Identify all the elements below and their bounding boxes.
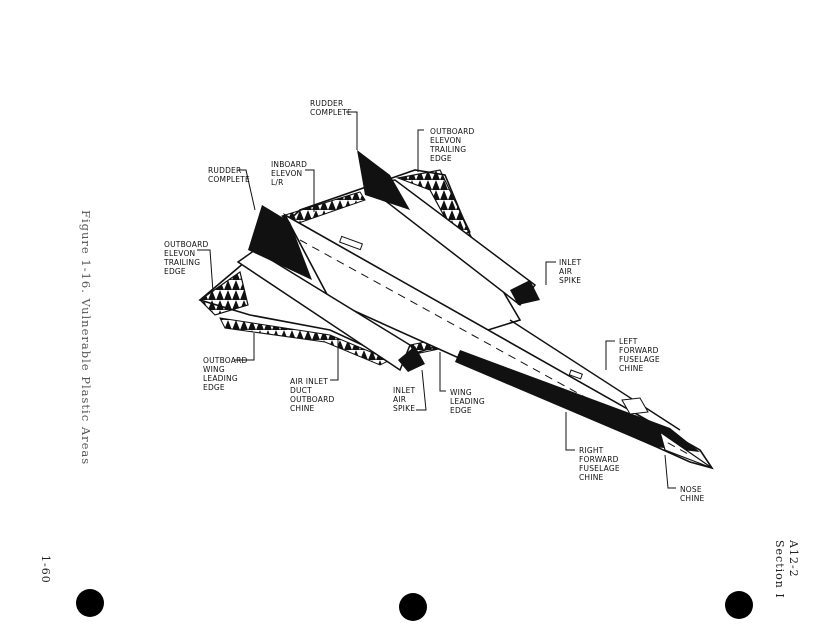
left-rudder <box>248 205 312 280</box>
left-wing-le-serration <box>219 317 392 366</box>
cockpit <box>621 397 649 415</box>
figure-caption: Figure 1-16. Vulnerable Plastic Areas <box>79 210 93 466</box>
binder-hole-left <box>76 589 104 617</box>
right-inlet-spike <box>510 280 540 305</box>
left-forward-chine <box>509 319 681 431</box>
left-nacelle <box>236 249 411 372</box>
section-name: Section I <box>773 540 786 599</box>
right-rudder <box>357 150 410 210</box>
page-number: 1-60 <box>39 555 52 584</box>
nose-chine <box>658 430 713 469</box>
binder-hole-right <box>725 591 753 619</box>
section-code: A12-2 <box>787 540 800 578</box>
lower-inlet-spike <box>398 346 425 372</box>
right-forward-chine <box>455 350 700 452</box>
leader-lines <box>197 111 676 489</box>
left-elevon-serration <box>199 271 249 316</box>
binder-hole-center <box>399 593 427 621</box>
